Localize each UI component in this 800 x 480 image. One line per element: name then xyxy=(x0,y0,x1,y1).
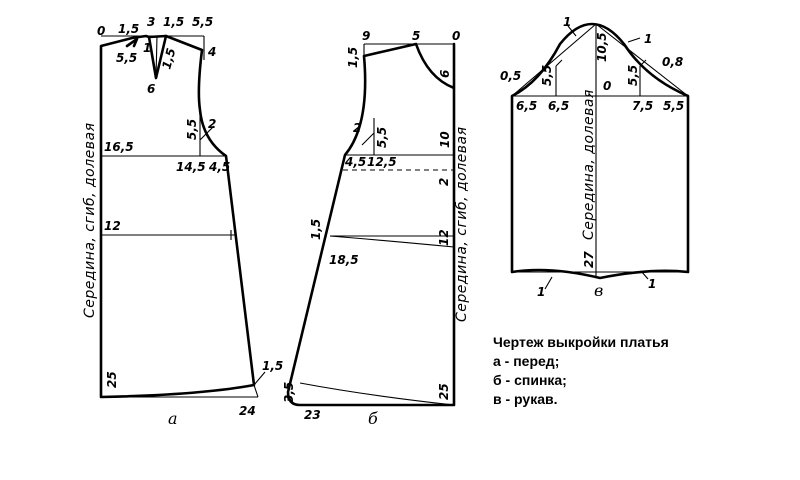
back-outline xyxy=(286,42,456,407)
front-label-hem-raise: 1,5 xyxy=(262,359,283,373)
back-label-chest-side: 4,5 xyxy=(344,155,366,169)
back-label-hem-width: 23 xyxy=(304,408,321,422)
sleeve-left-diag xyxy=(511,23,597,97)
sleeve-letter: в xyxy=(594,281,603,300)
sleeve-label-right-55b: 5,5 xyxy=(663,99,684,113)
back-fold-label: Середина, сгиб, долевая xyxy=(454,126,470,322)
back-hem-curve xyxy=(299,382,455,406)
front-label-neck-depth: 5,5 xyxy=(116,51,137,65)
sleeve-label-hem-1-right: 1 xyxy=(648,277,656,291)
sleeve-label-left-65b: 6,5 xyxy=(548,99,569,113)
sleeve-pattern: 1 1 10,5 0,5 5,5 5,5 0,8 0 6,5 6,5 7,5 5… xyxy=(500,15,690,300)
back-label-yoke: 2 xyxy=(437,178,451,186)
sleeve-label-cap-1-right: 1 xyxy=(644,32,652,46)
front-label-side-ext: 4,5 xyxy=(208,160,230,174)
caption-item-front: а - перед; xyxy=(493,353,560,369)
front-pattern: 0 1,5 3 1,5 5,5 4 5,5 1 6 1,5 5,5 2 16,5… xyxy=(82,15,283,428)
back-label-chest-width: 12,5 xyxy=(367,155,397,169)
sleeve-hem-right-lead xyxy=(640,270,649,280)
sleeve-label-right-75: 7,5 xyxy=(632,99,653,113)
front-label-shoulder: 5,5 xyxy=(192,15,213,29)
front-label-hem-width: 24 xyxy=(239,404,256,418)
front-label-dart-left: 1 xyxy=(143,41,151,55)
front-label-arm-depth: 5,5 xyxy=(185,119,199,140)
back-label-hem-length: 25 xyxy=(437,383,451,400)
caption-item-back: б - спинка; xyxy=(493,372,567,388)
front-hem-ext xyxy=(253,371,266,386)
sleeve-left-arrow xyxy=(555,59,563,67)
sleeve-label-hem-1-left: 1 xyxy=(537,285,545,299)
back-label-shoulder-drop: 1,5 xyxy=(346,47,360,68)
front-label-zero: 0 xyxy=(97,24,105,38)
sleeve-label-length: 27 xyxy=(582,251,596,268)
front-label-chest-width: 14,5 xyxy=(176,160,206,174)
sleeve-label-right-08: 0,8 xyxy=(662,55,683,69)
sleeve-label-left-55: 5,5 xyxy=(540,65,554,86)
sleeve-hem-left-lead xyxy=(544,276,553,290)
front-arm-diag xyxy=(199,125,215,141)
front-fold-label: Середина, сгиб, долевая xyxy=(82,122,98,318)
back-label-neck-depth: 6 xyxy=(438,70,452,78)
caption: Чертеж выкройки платья а - перед; б - сп… xyxy=(493,333,669,409)
front-hem-corner xyxy=(253,384,259,398)
front-neck-notch xyxy=(125,37,139,48)
front-label-dart-width: 1,5 xyxy=(163,15,184,29)
sleeve-label-zero: 0 xyxy=(603,79,611,93)
back-label-waist: 12 xyxy=(437,229,451,246)
front-letter: а xyxy=(168,409,178,428)
sleeve-fold-label: Середина, долевая xyxy=(581,89,597,240)
front-outline xyxy=(99,34,256,399)
back-label-waist-raise: 1,5 xyxy=(309,219,323,240)
caption-title: Чертеж выкройки платья xyxy=(493,334,669,350)
back-label-top-width: 9 xyxy=(362,29,370,43)
front-label-shoulder-end: 4 xyxy=(207,45,216,59)
back-arm-diag xyxy=(361,132,375,146)
front-dart-center xyxy=(155,35,158,79)
front-label-neck-width: 1,5 xyxy=(118,22,139,36)
front-label-dart-slope: 1,5 xyxy=(159,47,178,71)
back-label-waist-width: 18,5 xyxy=(329,253,359,267)
sleeve-label-right-55: 5,5 xyxy=(626,65,640,86)
front-label-bust-line: 16,5 xyxy=(104,140,134,154)
sleeve-cap1-left-lead xyxy=(567,25,577,37)
front-label-waist: 12 xyxy=(104,219,121,233)
sleeve-right-arrow xyxy=(639,59,647,67)
back-label-zero: 0 xyxy=(452,29,460,43)
front-label-dart-top: 3 xyxy=(147,15,155,29)
back-label-arm-2: 2 xyxy=(353,121,361,135)
sleeve-outline xyxy=(510,22,690,280)
front-label-dart-length: 6 xyxy=(147,82,155,96)
back-label-hem-raise: 3,5 xyxy=(282,382,296,403)
back-label-arm-depth: 5,5 xyxy=(375,127,389,148)
back-label-arm-10: 10 xyxy=(438,131,452,148)
caption-item-sleeve: в - рукав. xyxy=(493,391,558,407)
sleeve-label-left-65a: 6,5 xyxy=(516,99,537,113)
front-label-hem-length: 25 xyxy=(105,371,119,388)
sleeve-label-cap-1-left: 1 xyxy=(563,15,571,29)
sleeve-label-left-05: 0,5 xyxy=(500,69,521,83)
sleeve-label-cap-height: 10,5 xyxy=(595,32,609,62)
back-letter: б xyxy=(368,409,378,428)
back-waist-curve xyxy=(329,235,455,248)
sleeve-cap1-right-lead xyxy=(627,37,641,43)
back-pattern: 9 5 0 1,5 6 2 5,5 10 4,5 12,5 2 1,5 12 1… xyxy=(282,29,470,428)
sleeve-right-diag xyxy=(595,23,689,97)
front-label-arm-2: 2 xyxy=(208,117,216,131)
back-label-neck-width: 5 xyxy=(412,29,420,43)
